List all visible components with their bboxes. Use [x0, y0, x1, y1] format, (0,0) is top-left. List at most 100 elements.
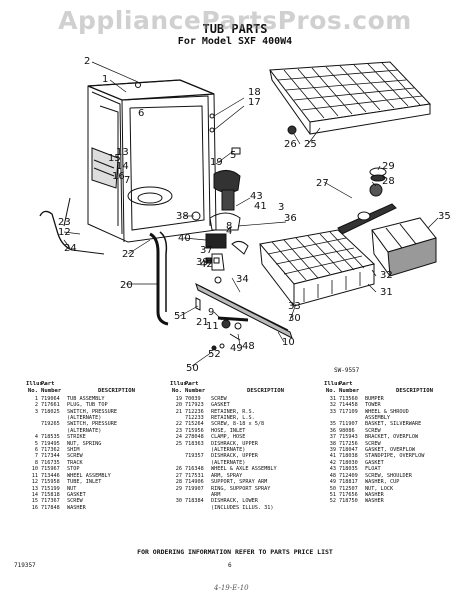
- callout-20: 20: [120, 280, 133, 291]
- leader-lines: [63, 61, 439, 367]
- part-description: GASKET, OVERFLOW: [365, 447, 415, 454]
- illus-number: 15: [31, 498, 38, 505]
- part-description: GASKET: [211, 402, 230, 409]
- illus-number: 32: [329, 402, 336, 409]
- part-description: DISHRACK, UPPER (ALTERNATE): [211, 440, 258, 454]
- page-title: TUB PARTS: [202, 22, 268, 36]
- callout-23: 23: [58, 217, 71, 228]
- drawing-code: SW-9557: [334, 367, 360, 374]
- part-number: 715199: [41, 485, 60, 492]
- callout-22: 22: [122, 249, 135, 260]
- callout-10: 10: [282, 337, 295, 348]
- illus-number: 51: [329, 491, 336, 498]
- part-description: STOP: [67, 466, 80, 473]
- callout-4: 4: [226, 226, 233, 237]
- callout-35: 35: [438, 211, 451, 222]
- part-number: 711907: [339, 421, 358, 428]
- silverware-basket-drawing: [371, 217, 437, 277]
- part-number: 717109: [339, 408, 358, 415]
- illus-number: [26, 421, 38, 434]
- track-drawing: [195, 282, 293, 341]
- part-description: WHEEL ASSEMBLY: [67, 472, 111, 479]
- illus-number: 8: [34, 459, 38, 466]
- part-description: TRACK: [67, 459, 83, 466]
- callout-42: 42: [200, 259, 213, 270]
- illus-number: 2: [34, 402, 38, 409]
- callout-11: 11: [206, 321, 219, 332]
- part-number: 718750: [339, 498, 358, 505]
- callout-15: 15: [108, 153, 121, 164]
- illus-number: 43: [329, 466, 336, 473]
- part-number: 715264: [185, 421, 204, 428]
- illus-number: 28: [175, 479, 182, 486]
- part-number: 98086: [339, 427, 355, 434]
- illus-number: 6: [34, 447, 38, 454]
- illus-number: 11: [31, 472, 38, 479]
- callout-36: 36: [284, 213, 297, 224]
- lower-dishrack-drawing: [259, 229, 376, 307]
- document-reference: 719357: [14, 562, 36, 569]
- callout-38: 38: [176, 211, 189, 222]
- callout-41: 41: [254, 201, 267, 212]
- callout-7: 7: [124, 175, 131, 186]
- callout-16: 16: [112, 171, 125, 182]
- part-description: DISHRACK, LOWER (INCLUDES ILLUS. 31): [211, 498, 274, 511]
- part-description: SCREW, SHOULDER: [365, 472, 412, 479]
- illus-number: 7: [34, 453, 38, 460]
- callout-51: 51: [174, 311, 187, 322]
- part-number: 717367: [41, 498, 60, 505]
- part-number: 712409: [339, 472, 358, 479]
- part-description: PLUG, TUB TOP: [67, 402, 108, 409]
- parts-list-header-2: No. Number DESCRIPTION: [26, 388, 166, 394]
- part-number: 715818: [41, 491, 60, 498]
- header-no: No.: [325, 388, 336, 395]
- handwritten-note: 4-19-E-10: [214, 584, 249, 592]
- part-number: 718035: [339, 466, 358, 473]
- illus-number: 42: [329, 459, 336, 466]
- part-description: FLOAT: [365, 466, 381, 473]
- part-number: 717531: [185, 472, 204, 479]
- header-part: Part: [339, 381, 353, 387]
- parts-list-header-2: No. Number DESCRIPTION: [324, 388, 464, 394]
- illus-number: 25: [175, 440, 182, 447]
- part-number: 719907: [185, 485, 204, 492]
- part-number: 713446: [41, 472, 60, 479]
- illus-number: 26: [175, 466, 182, 473]
- illus-number: 5: [34, 440, 38, 447]
- illus-number: [170, 453, 182, 466]
- part-description: SWITCH, PRESSURE (ALTERNATE): [67, 408, 117, 422]
- part-number: 713560: [339, 395, 358, 402]
- part-number: 714458: [339, 402, 358, 409]
- illus-number: 10: [31, 466, 38, 473]
- illus-number: 4: [34, 434, 38, 441]
- ordering-info-footer: FOR ORDERING INFORMATION REFER TO PARTS …: [137, 548, 333, 556]
- part-description: BUMPER: [365, 395, 384, 402]
- illus-number: 31: [329, 395, 336, 402]
- illus-number: 20: [175, 402, 182, 409]
- illus-number: 29: [175, 485, 182, 492]
- callout-39: 39: [196, 257, 209, 268]
- illus-number: 16: [31, 504, 38, 511]
- part-number: 717256: [339, 440, 358, 447]
- part-description: SHIM: [67, 447, 80, 454]
- upper-dishrack-drawing: [269, 61, 432, 135]
